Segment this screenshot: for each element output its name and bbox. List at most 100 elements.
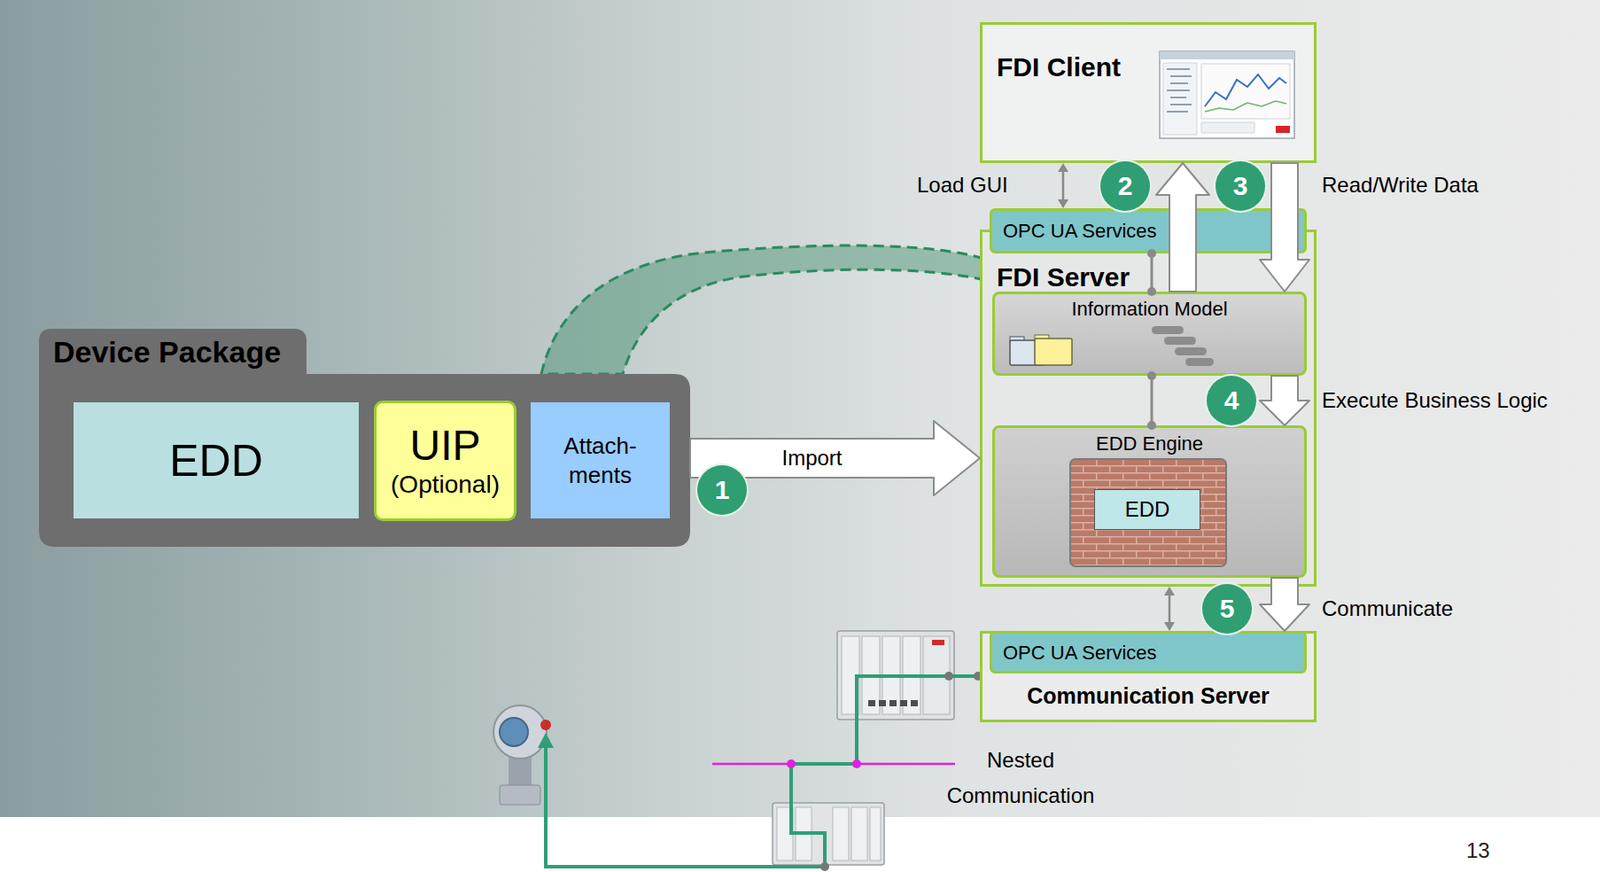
edge-label: Communicate: [1321, 596, 1453, 622]
fdi-server-box: FDI ServerOPC UA ServicesInformation Mod…: [979, 229, 1317, 587]
edd-engine-box: EDD EngineEDD: [992, 425, 1307, 578]
package-shape: [38, 328, 691, 547]
arrow-body: [1259, 577, 1310, 631]
label-slot: 3: [1215, 161, 1266, 211]
zoom-wedge: [541, 245, 986, 374]
edd-file-box: EDD: [73, 402, 359, 519]
rack-port: [900, 699, 908, 707]
label-slot: Load GUI: [916, 172, 1009, 199]
node-label: Attach- ments: [539, 431, 661, 490]
opc-ua-band: OPC UA Services: [989, 208, 1307, 254]
edge-label: Import: [778, 445, 847, 472]
flow-arrow: [1259, 375, 1310, 426]
opc-ua-band: OPC UA Services: [989, 630, 1307, 674]
edge-label: Execute Business Logic: [1321, 388, 1548, 414]
label-slot: 2: [1100, 161, 1150, 211]
tree-node-icon: [1185, 357, 1214, 366]
label-slot: Execute Business Logic: [1321, 388, 1548, 414]
remote-io-rack: [772, 802, 885, 865]
bus-node-dot: [786, 759, 796, 769]
label-slot: 13: [1466, 838, 1491, 864]
label-slot: Communicate: [1321, 596, 1453, 622]
callout-number: 2: [1100, 161, 1150, 211]
uip-box: UIP(Optional): [373, 400, 517, 521]
route-arrowhead: [537, 732, 554, 748]
tree-node-icon: [1151, 326, 1184, 334]
box-heading: Communication Server: [982, 682, 1314, 709]
label-slot: Read/Write Data: [1321, 172, 1479, 199]
rack-port: [910, 699, 918, 707]
flow-arrow: [1259, 577, 1310, 631]
nested-route-line: [545, 675, 980, 867]
page-number: 13: [1466, 838, 1491, 864]
link-line: [1147, 248, 1157, 296]
chart-trend: [1204, 100, 1287, 112]
edge-label: Load GUI: [916, 172, 1009, 199]
transmitter-housing: [493, 705, 547, 759]
rack-port: [868, 699, 876, 707]
transmitter-plug: [540, 719, 552, 731]
label-slot: 1: [697, 465, 747, 515]
route-dot: [820, 862, 830, 871]
arrowhead: [1057, 199, 1069, 209]
folder-icon: [1034, 338, 1072, 366]
label-slot: Import: [778, 445, 847, 472]
transmitter-flange: [499, 784, 541, 805]
arrow-body: [1259, 163, 1310, 292]
link-dot: [1147, 287, 1157, 296]
arrow-body: [1156, 163, 1210, 292]
callout-number: 3: [1215, 161, 1266, 211]
window-titlebar: [1159, 51, 1295, 60]
tree-pane: [1163, 62, 1197, 135]
flow-arrow: [1156, 163, 1210, 292]
bus-node-dot: [852, 759, 862, 769]
arrow-body: [1259, 375, 1310, 426]
tree-node-icon: [1164, 336, 1197, 345]
label-slot: Nested Communication: [940, 742, 1101, 814]
route-dot: [944, 671, 954, 681]
node-label: OPC UA Services: [1002, 219, 1305, 243]
box-heading: FDI Client: [996, 51, 1314, 84]
link-stroke: [1150, 375, 1154, 426]
tree-lines: [1166, 69, 1192, 112]
note-label: Nested Communication: [940, 742, 1101, 814]
information-model-icons: [1009, 326, 1214, 366]
package-heading: Device Package: [53, 333, 691, 371]
double-arrow: [1164, 586, 1175, 631]
label-slot: 4: [1206, 375, 1257, 426]
vendor-tag: [932, 639, 945, 645]
node-label: EDD: [1095, 497, 1200, 523]
arrow-line: [1062, 171, 1065, 200]
attachments-box: Attach- ments: [530, 402, 670, 519]
communication-server-box: Communication Server OPC UA Services: [979, 630, 1317, 723]
node-label: EDD Engine: [994, 432, 1305, 456]
callout-number: 4: [1206, 375, 1257, 426]
node-label: (Optional): [376, 469, 514, 500]
callout-number: 1: [697, 465, 747, 515]
double-arrow: [1057, 163, 1069, 209]
transmitter-display: [499, 717, 529, 746]
label-slot: 5: [1202, 583, 1252, 634]
arrowhead: [1164, 586, 1175, 596]
edd-file-box: EDD: [1094, 489, 1201, 530]
window-frame: [1159, 51, 1295, 139]
rack-port: [878, 699, 886, 707]
device-package: Device PackageEDD UIP(Optional) Attach- me…: [38, 328, 691, 547]
node-label: EDD: [73, 434, 359, 488]
callout-number: 5: [1202, 583, 1252, 634]
rack-module: [832, 807, 849, 861]
chart-pane: [1201, 63, 1290, 119]
link-stroke: [1150, 253, 1154, 292]
client-screenshot: [1159, 51, 1295, 139]
node-label: UIP: [376, 422, 514, 470]
rack-module: [869, 807, 881, 861]
node-label: Information Model: [994, 297, 1305, 321]
link-dot: [1147, 371, 1157, 381]
status-bar: [1201, 122, 1255, 133]
flow-arrow: [1259, 163, 1310, 292]
link-line: [1147, 371, 1157, 430]
rack-module: [851, 807, 868, 861]
rack-port: [889, 699, 897, 707]
arrowhead: [1164, 621, 1175, 631]
